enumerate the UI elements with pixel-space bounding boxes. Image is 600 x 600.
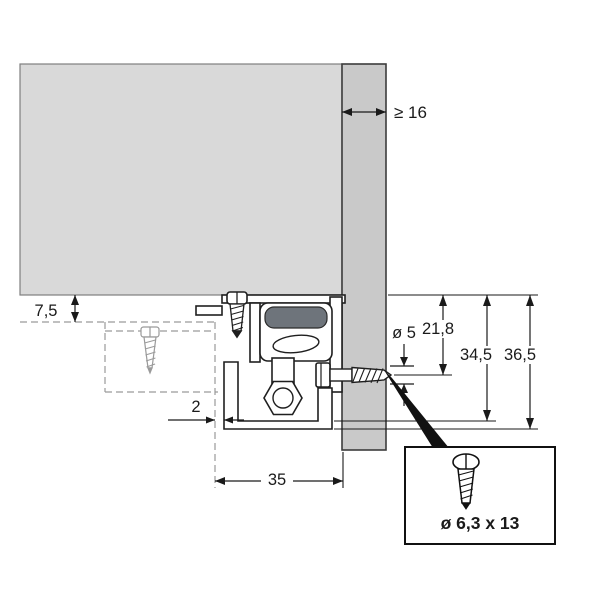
mounting-bracket — [195, 291, 393, 430]
euro-screw-head — [315, 362, 331, 388]
extension-lines — [334, 294, 538, 488]
hex-bolt-core — [272, 387, 294, 409]
euro-screw-shank — [329, 368, 353, 382]
arrowhead-left — [215, 477, 225, 485]
leader-wedge — [384, 370, 449, 448]
dim-front-gap: 2 — [168, 398, 244, 424]
arrowhead-right — [376, 108, 386, 116]
bracket-left-wall — [249, 302, 261, 363]
clamp-screw-tip — [231, 330, 243, 339]
arrowhead-down — [400, 357, 408, 366]
arrowhead-top — [439, 295, 447, 306]
label-halo — [454, 346, 499, 364]
clamp-lever — [264, 306, 328, 329]
clamp-screw-threads — [230, 304, 244, 332]
adjustment-slot-oval — [272, 334, 320, 354]
euro-screw — [315, 362, 393, 388]
dim-depth-inner: 34,5 — [454, 295, 499, 421]
label-halo — [261, 470, 293, 488]
label-halo — [498, 346, 543, 364]
detail-screw-spec-label: ø 6,3 x 13 — [441, 513, 520, 533]
dim-label-front-gap: 2 — [191, 398, 200, 416]
bracket-front-foot — [195, 305, 223, 316]
arrowhead-left — [342, 108, 352, 116]
dim-fitting-depth: 35 — [215, 470, 343, 489]
ghost-position-outline — [20, 321, 218, 488]
label-halo — [416, 320, 460, 338]
arrowhead-bottom — [526, 418, 534, 429]
detail-screw-tip — [461, 502, 471, 510]
detail-screw-threads — [458, 470, 474, 500]
dim-offset-top: 7,5 — [35, 295, 79, 322]
detail-callout: ø 6,3 x 13 — [384, 370, 556, 545]
detail-screw — [452, 453, 480, 510]
arrowhead-top — [71, 295, 79, 305]
cabinet-bottom-panel — [19, 63, 343, 296]
dim-depth-outer: 36,5 — [498, 295, 543, 429]
dim-panel-thickness: ≥ 16 — [342, 103, 427, 122]
dim-label-pilot-hole: ø 5 — [392, 324, 416, 342]
arrowhead-bottom — [439, 364, 447, 375]
arrowhead-right — [333, 477, 343, 485]
arrowhead-bottom — [483, 410, 491, 421]
arrowhead-top — [526, 295, 534, 306]
dim-label-offset-top: 7,5 — [35, 302, 58, 320]
bolt-stem — [271, 357, 295, 385]
arrowhead-top — [483, 295, 491, 306]
arrowhead-bottom — [71, 312, 79, 322]
arrowhead-left — [224, 416, 233, 424]
runner-channel — [223, 361, 333, 430]
dim-label-fitting-depth: 35 — [268, 471, 286, 489]
detail-box — [404, 446, 556, 545]
dim-label-panel-thickness: ≥ 16 — [394, 103, 427, 122]
cabinet-side-panel — [341, 63, 387, 451]
clamp-screw — [226, 291, 248, 339]
euro-screw-threads — [352, 368, 384, 384]
ghost-screw — [140, 326, 160, 375]
ghost-screw-tip — [147, 367, 153, 375]
dim-label-depth-inner: 34,5 — [460, 346, 492, 364]
dim-screw-axis-depth: 21,8 — [416, 295, 460, 375]
arrowhead-right — [206, 416, 215, 424]
dim-label-screw-axis-depth: 21,8 — [422, 320, 454, 338]
ghost-screw-threads — [144, 339, 156, 368]
dim-label-depth-outer: 36,5 — [504, 346, 536, 364]
